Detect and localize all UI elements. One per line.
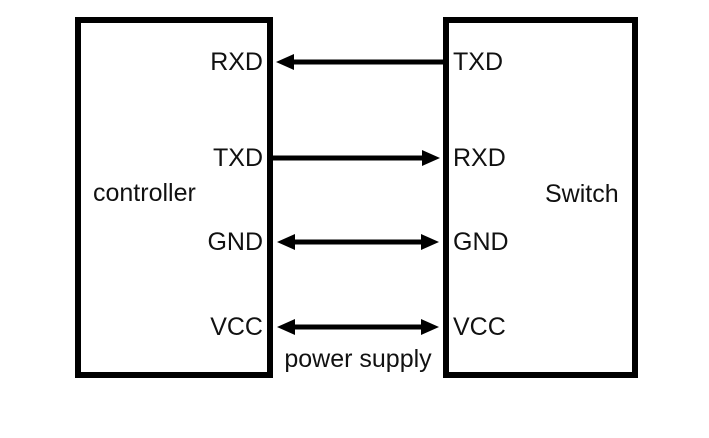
switch-pin-rxd: RXD: [453, 144, 506, 172]
controller-pin-rxd: RXD: [210, 48, 263, 76]
arrow-switch-txd-to-controller-rxd: [276, 54, 443, 70]
switch-pin-gnd: GND: [453, 228, 509, 256]
switch-pin-txd: TXD: [453, 48, 503, 76]
switch-pin-vcc: VCC: [453, 313, 506, 341]
controller-pin-txd: TXD: [213, 144, 263, 172]
controller-box: [75, 17, 273, 378]
power-supply-label: power supply: [284, 345, 432, 373]
arrow-gnd-bidirectional: [277, 234, 439, 250]
controller-pin-vcc: VCC: [210, 313, 263, 341]
arrow-controller-txd-to-switch-rxd: [273, 150, 440, 166]
arrow-vcc-bidirectional: [277, 319, 439, 335]
switch-box-title: Switch: [545, 180, 619, 208]
controller-box-title: controller: [93, 179, 196, 207]
controller-pin-gnd: GND: [207, 228, 263, 256]
switch-box: [443, 17, 638, 378]
